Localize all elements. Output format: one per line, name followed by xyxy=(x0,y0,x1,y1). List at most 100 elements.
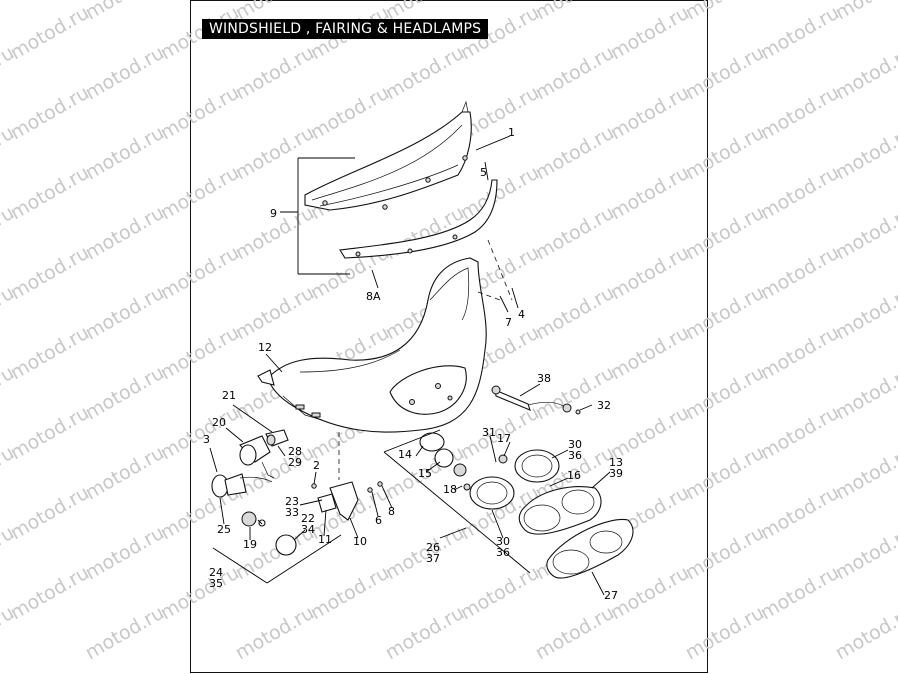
callout-32: 32 xyxy=(597,399,611,412)
watermark-text: motod.ru xyxy=(82,442,168,505)
watermark-text: motod.ru xyxy=(7,322,93,385)
watermark-text: motod.ru xyxy=(832,202,898,265)
windshield-part-9 xyxy=(304,100,472,211)
page-title: WINDSHIELD , FAIRING & HEADLAMPS xyxy=(202,19,489,39)
watermark-text: motod.ru xyxy=(757,322,843,385)
watermark-text: motod.ru xyxy=(232,602,318,665)
callout-27: 27 xyxy=(604,589,618,602)
watermark-text: motod.ru xyxy=(82,42,168,105)
watermark-text: motod.ru xyxy=(82,522,168,585)
callout-5: 5 xyxy=(480,166,487,179)
watermark-text: motod.ru xyxy=(832,42,898,105)
watermark-text: motod.ru xyxy=(532,202,618,265)
watermark-text: motod.ru xyxy=(157,82,243,145)
watermark-text: motod.ru xyxy=(82,0,168,24)
fairing-part-12 xyxy=(257,257,487,433)
watermark-text: motod.ru xyxy=(682,442,768,505)
callout-24: 24 xyxy=(209,566,223,579)
turn-signal-assembly xyxy=(211,429,383,556)
callout-13: 13 xyxy=(609,456,623,469)
watermark-text: motod.ru xyxy=(7,82,93,145)
watermark-text: motod.ru xyxy=(832,442,898,505)
watermark-text: motod.ru xyxy=(607,2,693,65)
callout-9: 9 xyxy=(270,207,277,220)
callout-23: 23 xyxy=(285,495,299,508)
leader-lines xyxy=(209,135,611,596)
callout-15: 15 xyxy=(418,467,432,480)
callout-36a: 36 xyxy=(568,449,582,462)
watermark-text: motod.ru xyxy=(157,242,243,305)
watermark-text: motod.ru xyxy=(832,522,898,585)
watermark-text: motod.ru xyxy=(607,562,693,625)
watermark-text: motod.ru xyxy=(532,282,618,345)
watermark-text: motod.ru xyxy=(7,402,93,465)
callout-3: 3 xyxy=(203,433,210,446)
callout-1: 1 xyxy=(508,126,515,139)
watermark-text: motod.ru xyxy=(532,122,618,185)
watermark-text: motod.ru xyxy=(532,42,618,105)
callout-25: 25 xyxy=(217,523,231,536)
watermark-text: motod.ru xyxy=(757,162,843,225)
callout-19: 19 xyxy=(243,538,257,551)
watermark-text: motod.ru xyxy=(757,482,843,545)
watermark-text: motod.ru xyxy=(382,42,468,105)
watermark-text: motod.ru xyxy=(82,602,168,665)
callout-28: 28 xyxy=(288,445,302,458)
callout-14: 14 xyxy=(398,448,412,461)
watermark-text: motod.ru xyxy=(157,162,243,225)
watermark-text: motod.ru xyxy=(382,602,468,665)
watermark-text: motod.ru xyxy=(682,282,768,345)
watermark-text: motod.ru xyxy=(7,242,93,305)
callout-20: 20 xyxy=(212,416,226,429)
watermark-text: motod.ru xyxy=(607,322,693,385)
callout-29: 29 xyxy=(288,456,302,469)
callout-33: 33 xyxy=(285,506,299,519)
watermark-text: motod.ru xyxy=(82,202,168,265)
watermark-text: motod.ru xyxy=(832,602,898,665)
headlamp-assembly xyxy=(419,385,634,579)
watermark-text: motod.ru xyxy=(157,562,243,625)
watermark-text: motod.ru xyxy=(607,242,693,305)
watermark-text: motod.ru xyxy=(232,122,318,185)
callout-37: 37 xyxy=(426,552,440,565)
watermark-text: motod.ru xyxy=(757,2,843,65)
watermark-text: motod.ru xyxy=(7,482,93,545)
callout-6: 6 xyxy=(375,514,382,527)
callout-16: 16 xyxy=(567,469,581,482)
callout-22: 22 xyxy=(301,512,315,525)
callout-30a: 30 xyxy=(568,438,582,451)
watermark-text: motod.ru xyxy=(682,522,768,585)
watermark-text: motod.ru xyxy=(457,162,543,225)
watermark-text: motod.ru xyxy=(832,362,898,425)
callout-35: 35 xyxy=(209,577,223,590)
watermark-text: motod.ru xyxy=(682,42,768,105)
watermark-text: motod.ru xyxy=(682,202,768,265)
callout-8A: 8A xyxy=(366,290,381,303)
watermark-text: motod.ru xyxy=(757,242,843,305)
watermark-text: motod.ru xyxy=(607,162,693,225)
watermark-text: motod.ru xyxy=(232,42,318,105)
assembly-dashed-lines xyxy=(338,239,513,480)
watermark-text: motod.ru xyxy=(607,402,693,465)
watermark-text: motod.ru xyxy=(157,402,243,465)
watermark-text: motod.ru xyxy=(157,322,243,385)
callout-26: 26 xyxy=(426,541,440,554)
callout-10: 10 xyxy=(353,535,367,548)
watermark-text: motod.ru xyxy=(82,122,168,185)
watermark-text: motod.ru xyxy=(532,602,618,665)
callout-31: 31 xyxy=(482,426,496,439)
watermark-text: motod.ru xyxy=(607,82,693,145)
watermark-text: motod.ru xyxy=(82,362,168,425)
watermark-text: motod.ru xyxy=(457,562,543,625)
callout-18: 18 xyxy=(443,483,457,496)
watermark-text: motod.ru xyxy=(682,0,768,24)
watermark-text: motod.ru xyxy=(382,522,468,585)
callout-21: 21 xyxy=(222,389,236,402)
watermark-text: motod.ru xyxy=(682,602,768,665)
callout-8: 8 xyxy=(388,505,395,518)
callout-39: 39 xyxy=(609,467,623,480)
watermark-text: motod.ru xyxy=(682,122,768,185)
callout-7: 7 xyxy=(505,316,512,329)
